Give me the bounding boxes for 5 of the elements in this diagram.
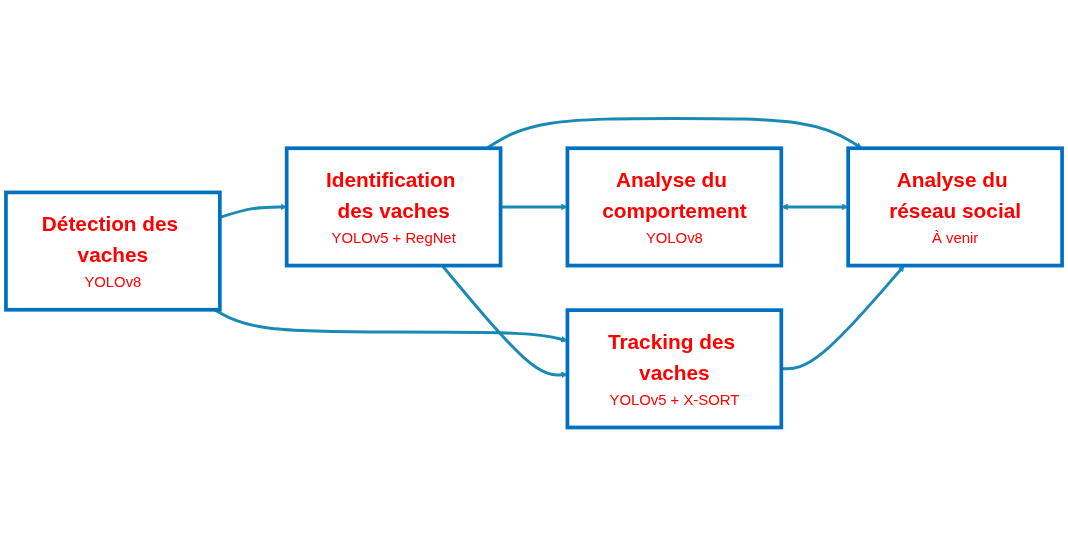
node-box: Analyse du comportement YOLOv8 — [565, 146, 784, 268]
node-box: Identification des vaches YOLOv5 + RegNet — [284, 146, 503, 268]
node-box: Analyse du réseau social À venir — [846, 146, 1064, 268]
node-box: Détection des vaches YOLOv8 — [4, 190, 222, 312]
node-box: Tracking des vaches YOLOv5 + X-SORT — [565, 308, 784, 430]
